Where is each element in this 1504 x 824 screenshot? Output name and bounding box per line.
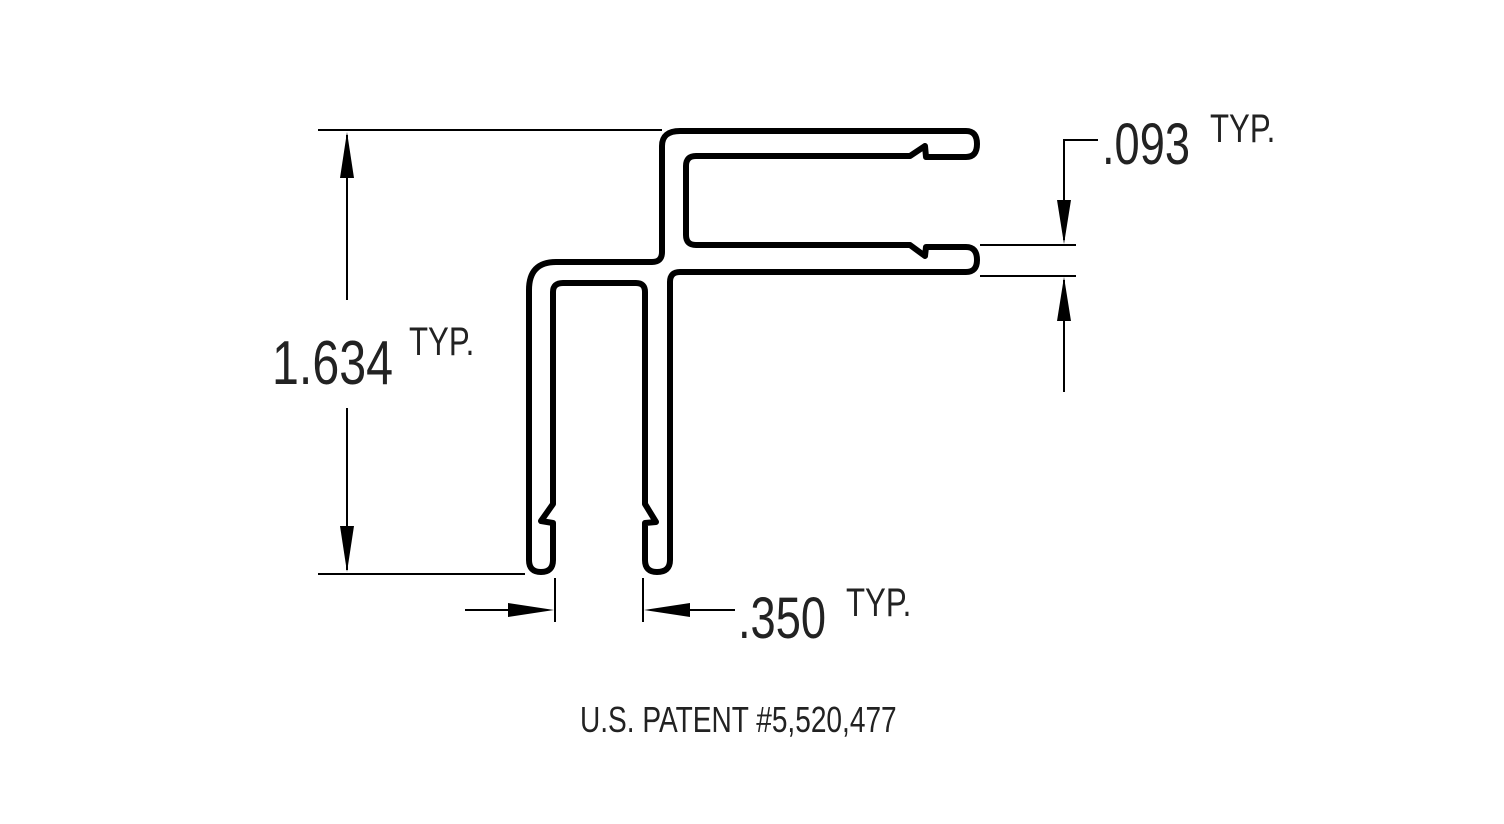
height-value: 1.634 bbox=[272, 328, 393, 397]
gap-dimension bbox=[465, 578, 735, 622]
patent-text: U.S. PATENT #5,520,477 bbox=[580, 700, 897, 740]
arrow-up-icon bbox=[1057, 277, 1071, 321]
height-dimension bbox=[318, 129, 662, 575]
arrow-right-icon bbox=[508, 603, 554, 617]
gap-value: .350 bbox=[738, 587, 826, 652]
thickness-value: .093 bbox=[1102, 113, 1190, 178]
arrow-up-icon bbox=[340, 132, 354, 178]
thickness-dimension bbox=[980, 139, 1098, 392]
arrow-down-icon bbox=[1057, 200, 1071, 244]
arrow-left-icon bbox=[644, 603, 690, 617]
extrusion-profile bbox=[526, 128, 980, 575]
height-typ: TYP. bbox=[409, 319, 474, 364]
gap-typ: TYP. bbox=[846, 580, 911, 625]
thickness-typ: TYP. bbox=[1210, 106, 1275, 151]
arrow-down-icon bbox=[340, 526, 354, 572]
